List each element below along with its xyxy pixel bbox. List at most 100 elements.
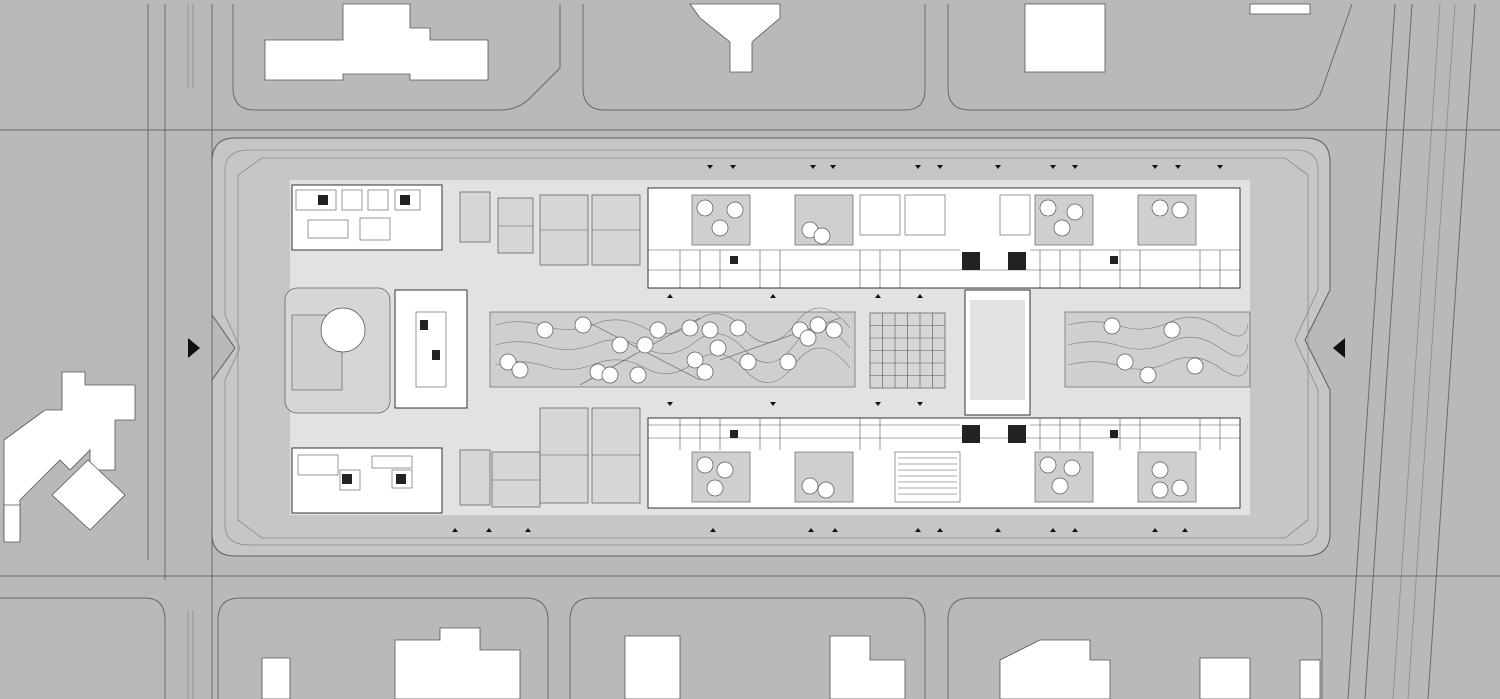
entrance-arrow-icon xyxy=(486,528,492,532)
tree-icon xyxy=(1163,321,1181,339)
block-bottom-3 xyxy=(947,597,1323,699)
tennis-court xyxy=(591,407,641,504)
entrance-arrow-icon xyxy=(1175,165,1181,169)
tree-icon xyxy=(825,321,843,339)
neighbour-building xyxy=(1299,659,1321,699)
room xyxy=(359,217,391,241)
garden-pattern xyxy=(1067,356,1249,377)
entrance-arrow-icon xyxy=(667,402,673,406)
stair-core xyxy=(1110,256,1118,264)
room xyxy=(339,469,361,491)
hall-room xyxy=(859,194,901,236)
garden-bed xyxy=(1064,311,1251,388)
entrance-arrow-icon xyxy=(810,165,816,169)
neighbour-building xyxy=(999,639,1111,699)
tree-icon xyxy=(511,361,529,379)
tree-icon xyxy=(711,219,729,237)
avenue-right-line-3 xyxy=(1392,3,1441,699)
stair-core xyxy=(1008,252,1026,270)
courtyard-trees xyxy=(696,199,1189,499)
tree-icon xyxy=(739,353,757,371)
entrance-arrow-icon xyxy=(995,165,1001,169)
entrance-arrow-icon xyxy=(937,165,943,169)
tree-icon xyxy=(706,479,724,497)
neighbour-buildings xyxy=(3,3,1321,699)
stair-core xyxy=(1008,425,1026,443)
tree-group xyxy=(499,316,843,384)
neighbour-building xyxy=(1024,3,1106,73)
entrance-arrow-icon xyxy=(1333,338,1345,358)
tower-core xyxy=(415,311,447,388)
entrance-arrow-icon xyxy=(730,165,736,169)
tower-west xyxy=(394,289,468,409)
sports-courts xyxy=(459,191,641,508)
tree-icon xyxy=(686,351,704,369)
tree-icon xyxy=(801,477,819,495)
entrance-arrow-icon xyxy=(917,402,923,406)
entrance-arrow-icon xyxy=(1050,165,1056,169)
tree-icon xyxy=(817,481,835,499)
block-bottom-1 xyxy=(217,597,549,699)
tree-icon xyxy=(1063,459,1081,477)
rotunda xyxy=(320,307,366,353)
entrance-arrow-icon xyxy=(915,528,921,532)
tree-icon xyxy=(729,319,747,337)
entrance-arrow-icon xyxy=(875,294,881,298)
entrance-arrow-icon xyxy=(667,294,673,298)
avenue-right-line-5 xyxy=(1427,3,1476,699)
garden-pattern xyxy=(1067,336,1249,357)
neighbour-building xyxy=(1249,3,1311,15)
entrance-arrow-icon xyxy=(995,528,1001,532)
entrance-arrow-icon xyxy=(1072,528,1078,532)
neighbour-building xyxy=(261,657,291,699)
tree-icon xyxy=(1103,317,1121,335)
tennis-court xyxy=(539,407,589,504)
entrance-arrow-icon xyxy=(1152,528,1158,532)
grid-lines xyxy=(870,313,945,388)
stair-core xyxy=(1110,430,1118,438)
court-lines xyxy=(492,225,640,481)
block-bottom-2 xyxy=(569,597,926,699)
tree-icon xyxy=(1116,353,1134,371)
entrance-arrow-icon xyxy=(832,528,838,532)
tree-icon xyxy=(1151,199,1169,217)
room xyxy=(391,469,413,489)
tree-icon xyxy=(1139,366,1157,384)
tree-icon xyxy=(709,339,727,357)
tree-icon xyxy=(601,366,619,384)
entrance-arrow-icon xyxy=(875,402,881,406)
tree-icon xyxy=(629,366,647,384)
tree-icon xyxy=(696,456,714,474)
tree-icon xyxy=(1151,481,1169,499)
building-southwest xyxy=(291,447,443,514)
stair-core xyxy=(432,350,440,360)
tree-icon xyxy=(726,201,744,219)
auditorium-seats xyxy=(898,457,957,495)
entrance-arrow-icon xyxy=(830,165,836,169)
neighbour-building xyxy=(1199,657,1251,699)
stair-core xyxy=(396,474,406,484)
avenue-right-line-1 xyxy=(1347,3,1396,699)
room xyxy=(341,189,363,211)
entrance-arrow-icon xyxy=(915,165,921,169)
entrance-arrow-icon xyxy=(710,528,716,532)
site-inner-boundary xyxy=(224,149,1319,546)
tree-icon xyxy=(716,461,734,479)
entrance-arrow-icon xyxy=(452,528,458,532)
building-northwest xyxy=(291,184,443,251)
hall-room xyxy=(999,194,1031,236)
tree-icon xyxy=(809,316,827,334)
tree-icon xyxy=(701,321,719,339)
room xyxy=(297,454,339,476)
hall-room xyxy=(904,194,946,236)
entrance-arrow-icon xyxy=(1217,165,1223,169)
east-garden xyxy=(1064,311,1251,388)
block-top-2 xyxy=(582,4,926,111)
central-garden xyxy=(489,307,946,389)
stair-core xyxy=(420,320,428,330)
room xyxy=(371,455,413,469)
entrances xyxy=(188,165,1345,532)
room-partitions xyxy=(648,249,1240,450)
tree-icon xyxy=(799,329,817,347)
